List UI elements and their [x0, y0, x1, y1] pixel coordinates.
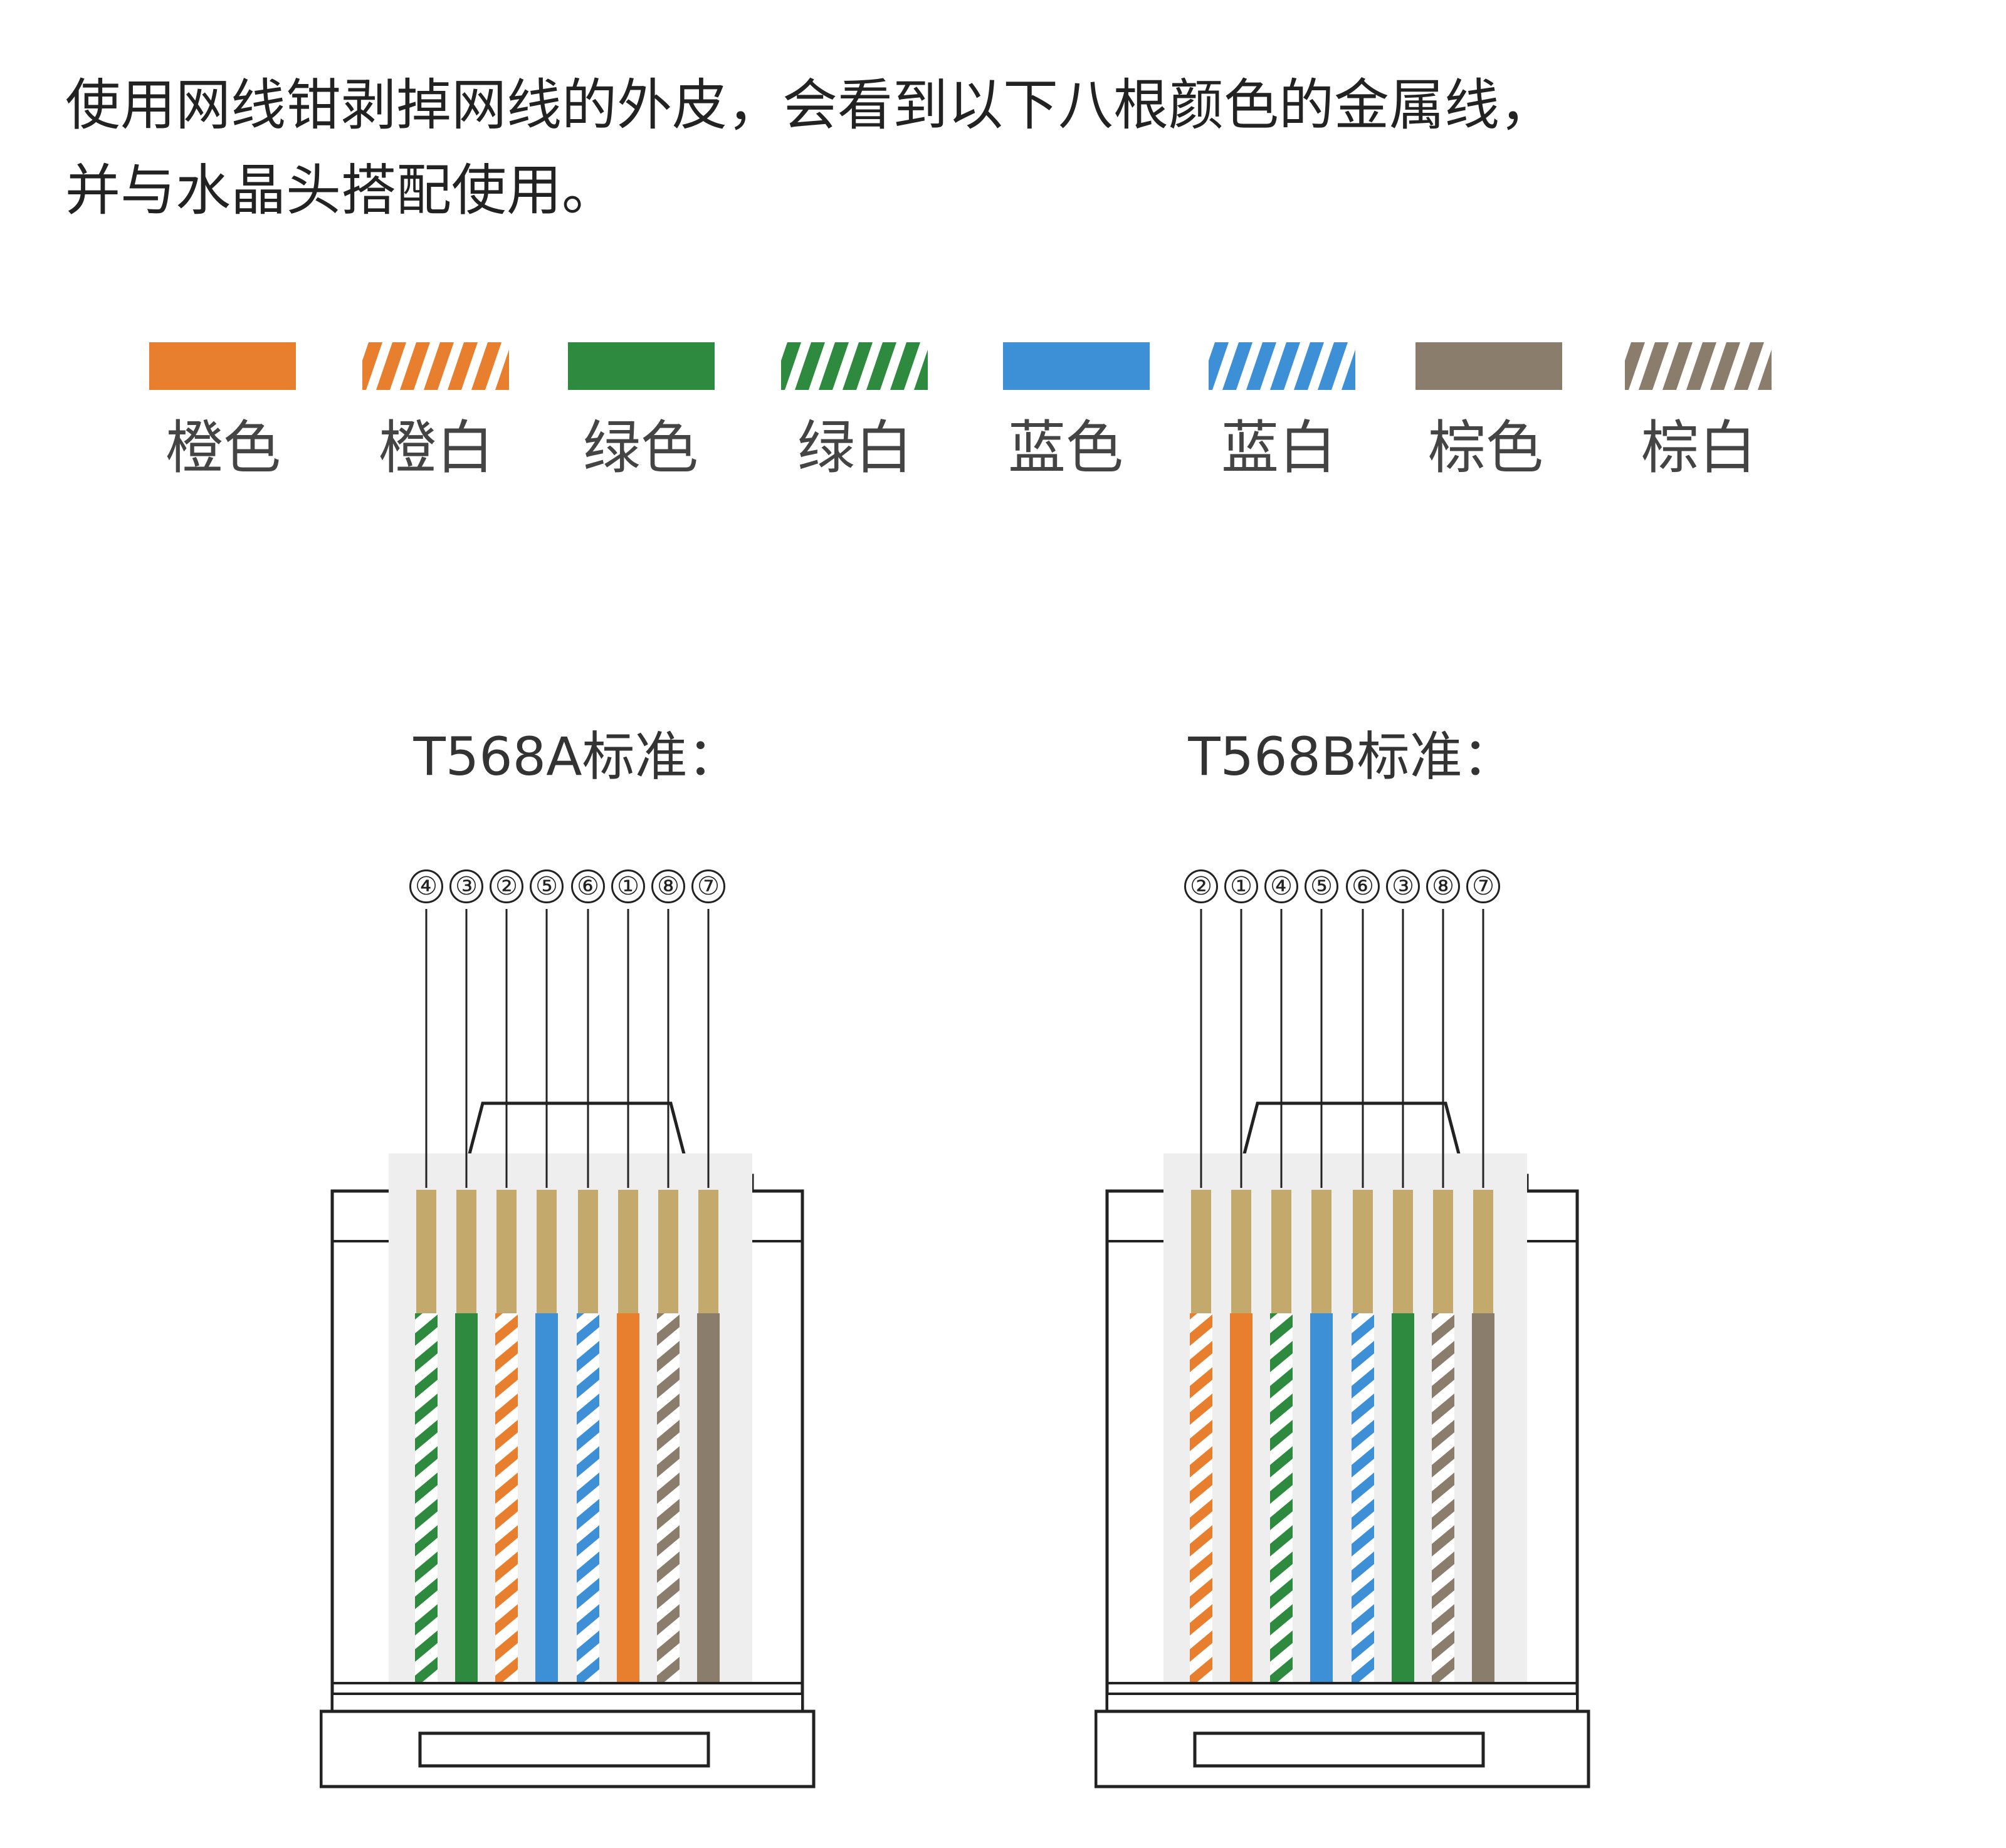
rj45-plug-diagram [1095, 909, 1590, 1788]
pin-number-label: ⑧ [1426, 869, 1460, 903]
swatch-brown [1415, 342, 1562, 390]
legend-label: 蓝白 [1221, 414, 1336, 481]
legend-label: 绿色 [582, 414, 698, 481]
pin-number-label: ⑦ [1466, 869, 1500, 903]
pin-number-label: ⑥ [1346, 869, 1380, 903]
legend-label: 蓝色 [1007, 414, 1123, 481]
pin-number-label: ⑤ [530, 869, 564, 903]
pin-number-label: ⑧ [651, 869, 685, 903]
intro-line-1: 使用网线钳剥掉网线的外皮，会看到以下八根颜色的金属线， [65, 73, 1555, 137]
pin-number-label: ⑥ [571, 869, 605, 903]
pin-number-label: ③ [1386, 869, 1420, 903]
swatch-blue [1003, 342, 1150, 390]
swatch-orange [149, 342, 296, 390]
pin-number-label: ④ [409, 869, 443, 903]
intro-line-2: 并与水晶头搭配使用。 [65, 158, 617, 223]
rj45-plug-diagram [320, 909, 816, 1788]
intro-text: 使用网线钳剥掉网线的外皮，会看到以下八根颜色的金属线， 并与水晶头搭配使用。 [65, 63, 1555, 233]
swatch-orange-white [362, 342, 509, 390]
swatch-blue-white [1209, 342, 1355, 390]
pin-number-label: ⑤ [1305, 869, 1338, 903]
legend-label: 棕色 [1427, 414, 1543, 481]
swatch-green-white [781, 342, 928, 390]
pin-number-label: ⑦ [691, 869, 725, 903]
legend-label: 橙白 [378, 414, 494, 481]
standard-title: T568A标准： [413, 726, 740, 787]
standard-title: T568B标准： [1188, 726, 1515, 787]
pin-number-label: ② [490, 869, 523, 903]
swatch-green [568, 342, 715, 390]
pin-number-label: ③ [449, 869, 483, 903]
pin-number-label: ① [611, 869, 645, 903]
legend-label: 棕白 [1641, 414, 1757, 481]
pin-number-label: ② [1184, 869, 1218, 903]
swatch-brown-white [1625, 342, 1772, 390]
legend-label: 橙色 [165, 414, 281, 481]
legend-label: 绿白 [797, 414, 913, 481]
pin-number-label: ① [1224, 869, 1258, 903]
pin-number-label: ④ [1264, 869, 1298, 903]
